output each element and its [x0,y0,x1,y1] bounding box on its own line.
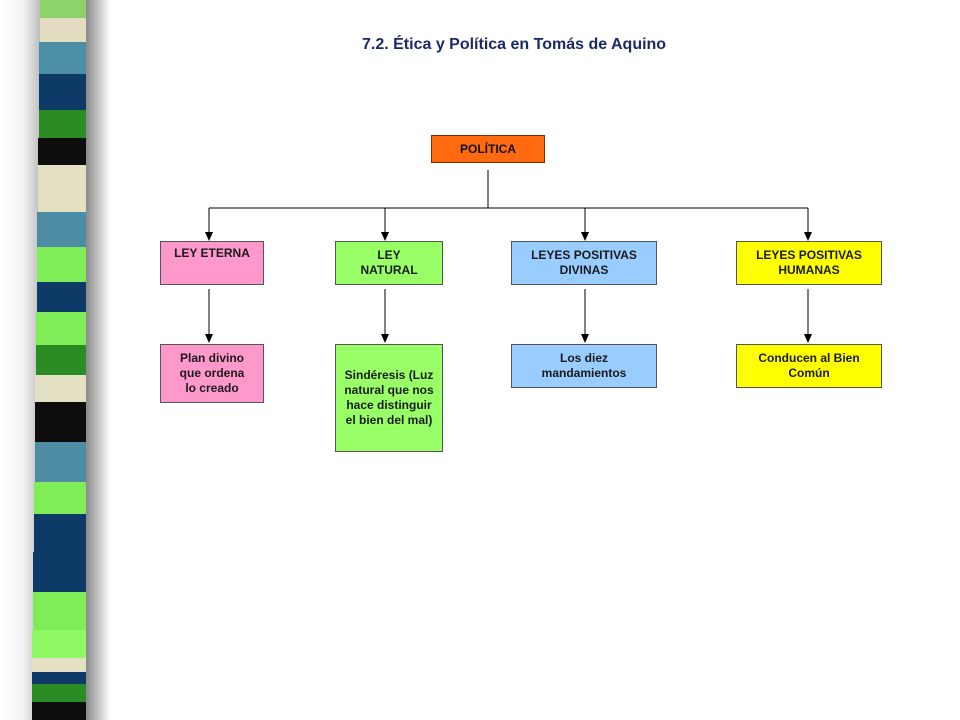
stripe-tile [32,630,87,658]
stripe-tile [34,482,87,514]
node-ley-natural-label: LEY NATURAL [360,248,418,277]
stripe-tile [40,18,86,42]
node-mandamientos-label: Los diez mandamientos [541,351,627,380]
stripe-tile [39,74,86,110]
decorative-color-stripe [0,0,110,720]
stripe-shadow-right [86,0,110,720]
node-leyes-positivas-humanas-label: LEYES POSITIVAS HUMANAS [756,248,862,277]
stripe-tile [36,345,87,375]
node-leyes-positivas-divinas: LEYES POSITIVAS DIVINAS [511,241,657,285]
node-leyes-positivas-humanas: LEYES POSITIVAS HUMANAS [736,241,882,285]
stripe-tile [38,165,86,212]
stripe-tile [35,375,87,402]
stripe-tile [32,658,88,672]
node-mandamientos: Los diez mandamientos [511,344,657,388]
node-ley-eterna-label: LEY ETERNA [174,246,250,260]
stripe-tile [34,514,88,552]
stripe-tile [37,212,86,247]
stripe-tile [32,702,89,720]
slide-title: 7.2. Ética y Política en Tomás de Aquino [362,36,667,53]
stripe-tile [33,552,87,592]
stripe-tile [39,110,87,138]
node-bien-comun-label: Conducen al Bien Común [758,351,860,380]
stripe-tile [38,138,86,165]
stripe-tile [35,442,88,482]
node-ley-eterna: LEY ETERNA [160,241,264,285]
stripe-tile [39,42,86,74]
node-bien-comun: Conducen al Bien Común [736,344,882,388]
stripe-tile [37,247,87,282]
stripe-tile [35,402,87,442]
node-politica-label: POLÍTICA [460,141,516,156]
node-sinderesis-label: Sindéresis (Luz natural que nos hace dis… [344,368,434,427]
stripe-tile [32,672,88,684]
stripe-tile [37,282,87,312]
node-plan-divino-label: Plan divino que ordena lo creado [179,351,245,395]
node-plan-divino: Plan divino que ordena lo creado [160,344,264,403]
stripe-tile [32,684,88,702]
node-politica: POLÍTICA [431,135,545,163]
node-leyes-positivas-divinas-label: LEYES POSITIVAS DIVINAS [531,248,637,277]
node-sinderesis: Sindéresis (Luz natural que nos hace dis… [335,344,443,452]
stripe-tile [33,592,88,630]
node-ley-natural: LEY NATURAL [335,241,443,285]
stripe-tile [36,312,87,345]
stripe-tile [40,0,86,18]
